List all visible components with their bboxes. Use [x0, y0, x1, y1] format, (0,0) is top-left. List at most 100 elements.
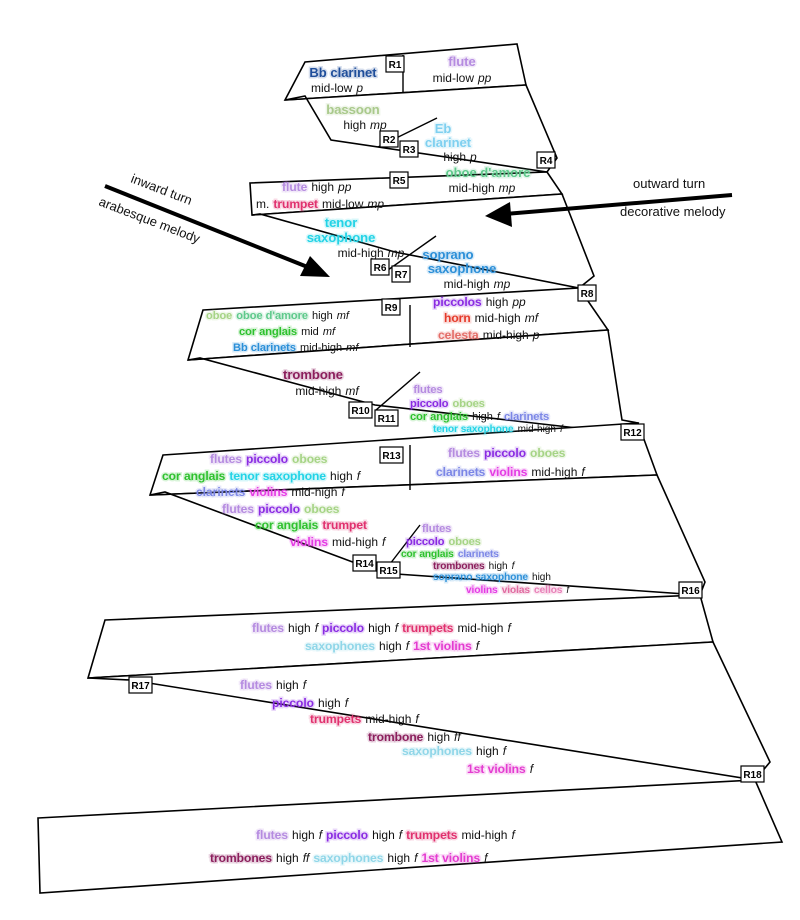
register-text: high	[427, 730, 450, 744]
register-text: mid-high	[295, 384, 341, 398]
dynamic-mark: f	[341, 485, 346, 499]
rehearsal-mark-r10: R10	[351, 406, 370, 417]
instrument-name: violins	[466, 585, 498, 596]
dynamic-mark: f	[581, 465, 586, 479]
instrument-name: piccolo	[272, 696, 314, 710]
register-text: mid	[301, 326, 319, 338]
register-text: mid-high	[531, 465, 577, 479]
dynamic-mark: mf	[323, 326, 336, 338]
inward-turn-label: inward turn	[129, 171, 194, 208]
register-text: mid-high	[300, 342, 342, 354]
instrument-name: saxophones	[305, 639, 375, 653]
dynamic-mark: mf	[525, 311, 540, 325]
label-line: soprano	[422, 247, 473, 262]
label-line: Bb clarinet	[309, 65, 377, 80]
instrument-name: oboes	[304, 502, 340, 516]
instrument-name: cor anglais	[410, 411, 468, 423]
instrument-name: saxophones	[402, 744, 472, 758]
register-text: high	[288, 621, 311, 635]
rehearsal-mark-r3: R3	[403, 145, 416, 156]
instrument-name: flutes	[210, 452, 242, 466]
instrument-name: oboes	[449, 536, 481, 548]
register-text: mid-high	[444, 277, 490, 291]
instrument-name: trumpets	[310, 712, 362, 726]
rehearsal-mark-r14: R14	[355, 559, 374, 570]
instrument-name: cor anglais	[162, 469, 226, 483]
dynamic-mark: mp	[367, 197, 384, 211]
instrument-name: Bb clarinets	[233, 342, 296, 354]
dynamic-mark: f	[530, 762, 535, 776]
register-text: high	[443, 150, 466, 164]
dynamic-mark: mp	[494, 277, 511, 291]
instrument-name: oboe	[206, 310, 232, 322]
instrument-name: flutes	[252, 621, 284, 635]
outward-turn-label: outward turn	[633, 176, 705, 191]
register-text: high	[343, 118, 366, 132]
instrument-name: violins	[489, 465, 527, 479]
register-text: high	[276, 678, 299, 692]
instrument-name: flutes	[222, 502, 254, 516]
dynamic-mark: f	[395, 621, 400, 635]
dynamic-mark: f	[303, 678, 308, 692]
instrument-name: trombone	[283, 367, 343, 382]
instrument-name: piccolo	[246, 452, 288, 466]
instrument-name: piccolos	[433, 295, 482, 309]
instrument-name: trumpets	[402, 621, 454, 635]
rehearsal-mark-r9: R9	[385, 303, 398, 314]
outward-turn-arrow	[485, 193, 733, 227]
instrument-name: flutes	[422, 523, 451, 535]
rehearsal-mark-box	[370, 258, 390, 276]
rehearsal-mark-box	[577, 284, 597, 302]
label-line: flutes	[413, 384, 442, 396]
dynamic-mark: mp	[370, 118, 387, 132]
instrument-name: clarinets	[504, 411, 549, 423]
rehearsal-mark-r16: R16	[681, 586, 700, 597]
instrument-name: cor anglais	[401, 549, 454, 560]
label-line: saxophone	[307, 230, 376, 245]
register-text: high	[379, 639, 402, 653]
dynamic-mark: mf	[346, 342, 359, 354]
dynamic-mark: f	[566, 585, 570, 596]
instrument-name: flute	[448, 54, 475, 69]
instrument-name: flute	[282, 180, 308, 194]
dynamic-mark: f	[497, 411, 501, 423]
label-line: Eb	[435, 121, 452, 136]
dynamic-mark: f	[357, 469, 362, 483]
rehearsal-mark-box	[399, 140, 419, 158]
band-r18-end	[37, 779, 784, 894]
instrument-name: saxophones	[313, 851, 383, 865]
label-line: flute	[448, 54, 475, 69]
rehearsal-mark-box	[379, 130, 399, 148]
dynamic-mark: f	[382, 535, 387, 549]
rehearsal-mark-r6: R6	[374, 263, 387, 274]
label-line: trombone	[283, 367, 343, 382]
register-text: mid-high	[457, 621, 503, 635]
instrument-name: trombone	[368, 730, 424, 744]
instrument-name: flutes	[413, 384, 442, 396]
rehearsal-mark-box	[128, 676, 153, 694]
dynamic-mark: f	[399, 828, 404, 842]
dynamic-mark: f	[560, 424, 564, 435]
instrument-name: piccolo	[410, 398, 449, 410]
dynamic-mark: f	[484, 851, 489, 865]
instrument-name: Eb	[435, 121, 452, 136]
instrument-name: clarinets	[458, 549, 500, 560]
rehearsal-mark-r18: R18	[743, 770, 762, 781]
dynamic-mark: ff	[303, 851, 311, 865]
instrument-name: soprano	[422, 247, 473, 262]
instrument-name: bassoon	[326, 102, 380, 117]
rehearsal-mark-box	[348, 401, 373, 419]
rehearsal-mark-box	[740, 765, 765, 783]
